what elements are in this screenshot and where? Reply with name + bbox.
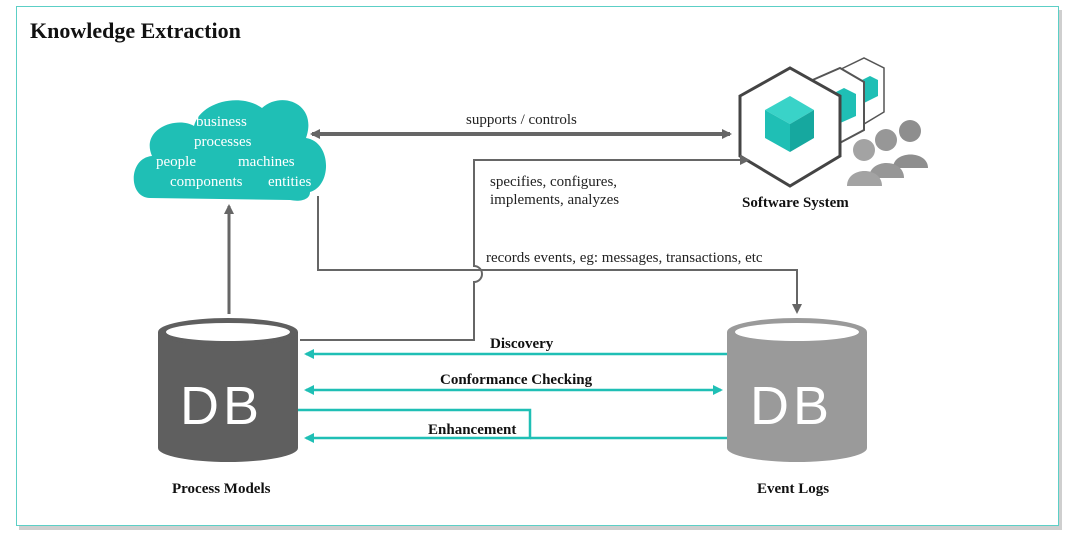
conformance-checking-label: Conformance Checking	[440, 372, 593, 388]
cloud-text-entities: entities	[268, 174, 311, 190]
event-logs-db-glyph: DB	[750, 376, 833, 436]
process-models-label: Process Models	[172, 481, 271, 497]
diagram-title: Knowledge Extraction	[30, 18, 241, 43]
specifies-label-line2: implements, analyzes	[490, 192, 619, 208]
process-models-db-icon	[158, 318, 298, 462]
discovery-label: Discovery	[490, 336, 554, 352]
cloud-shape	[133, 100, 327, 201]
cube-front-icon	[738, 66, 842, 188]
specifies-label-line1: specifies, configures,	[490, 174, 617, 190]
cloud-text-machines: machines	[238, 154, 295, 170]
users-icon	[847, 120, 928, 186]
supports-controls-label: supports / controls	[466, 112, 577, 128]
enhancement-label: Enhancement	[428, 422, 516, 438]
diagram-frame	[16, 6, 1059, 526]
event-logs-label: Event Logs	[757, 481, 829, 497]
cloud-text-business: business	[196, 114, 247, 130]
records-events-label: records events, eg: messages, transactio…	[486, 250, 763, 266]
event-logs-db-icon	[727, 318, 867, 462]
cloud-text-processes: processes	[194, 134, 252, 150]
process-models-db-glyph: DB	[180, 376, 263, 436]
software-system-label: Software System	[742, 195, 849, 211]
cloud-text-components: components	[170, 174, 243, 190]
cloud-text-people: people	[156, 154, 196, 170]
records-events-arrow	[317, 196, 802, 314]
specifies-arrow	[300, 155, 750, 341]
enhancement-arrow-loop	[298, 408, 532, 443]
